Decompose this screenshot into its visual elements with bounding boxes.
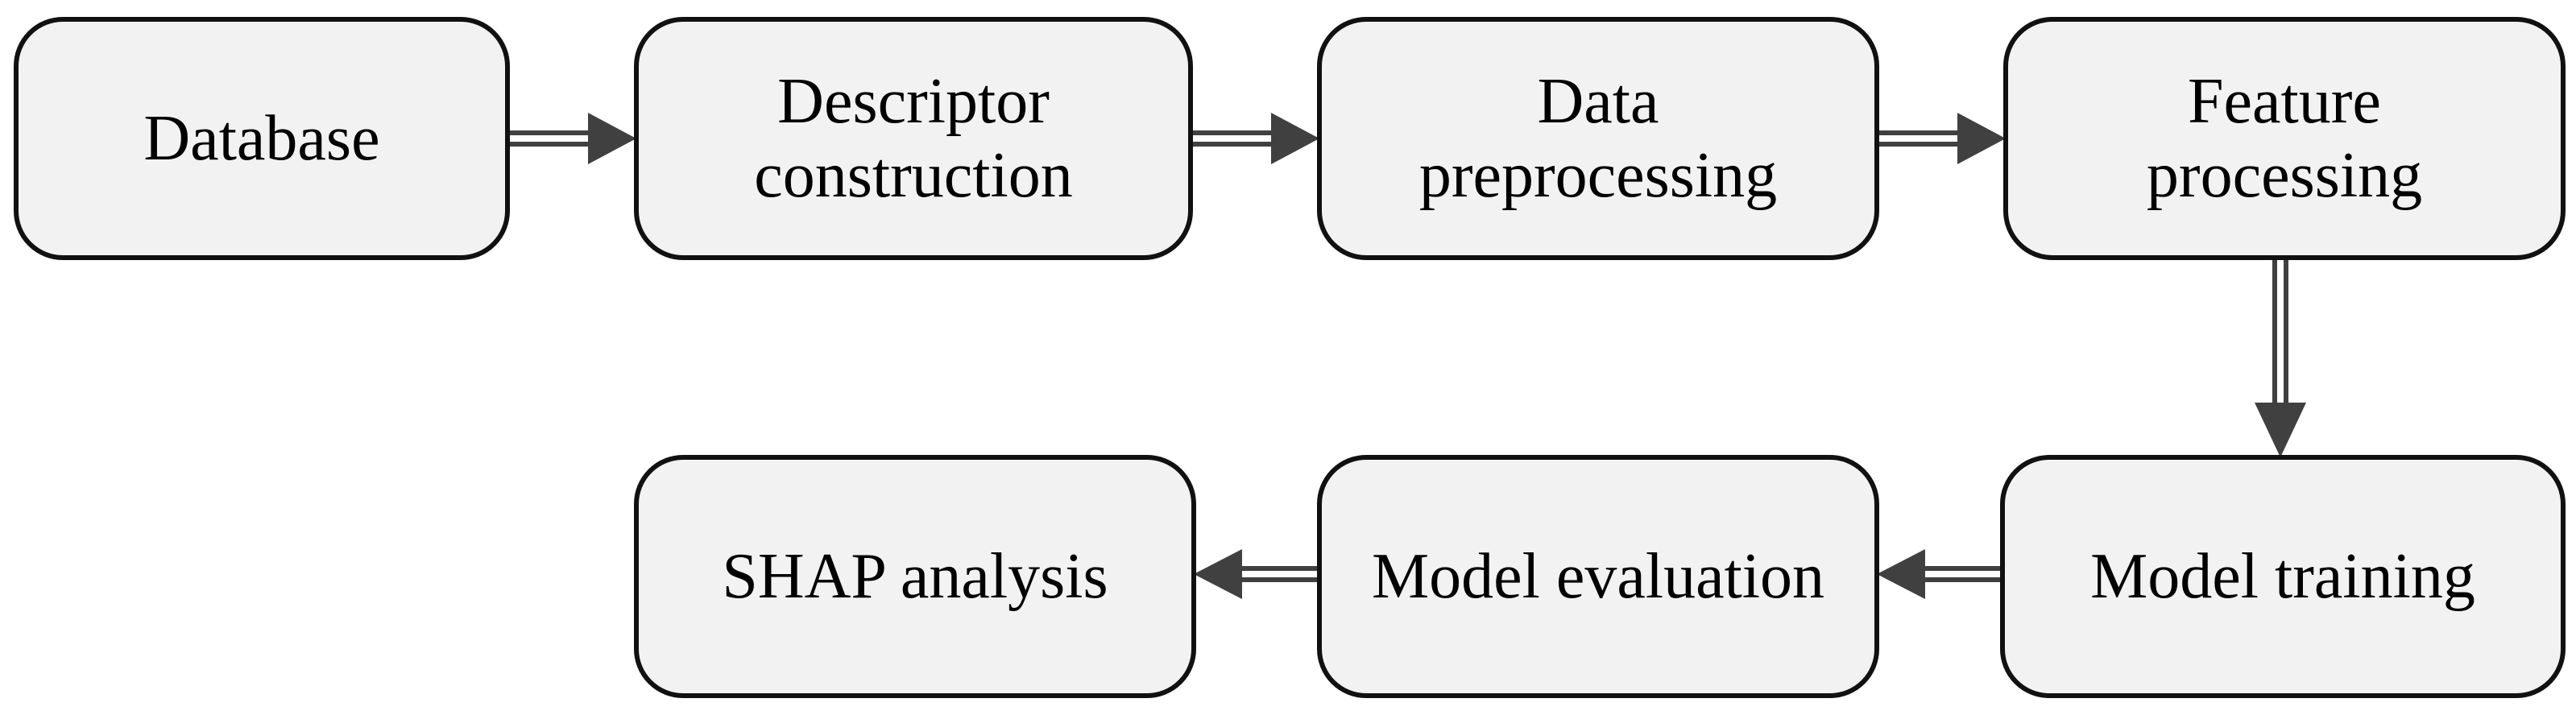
node-shap-analysis: SHAP analysis xyxy=(634,455,1196,698)
arrows-layer xyxy=(507,113,2306,599)
node-label-data-preprocessing-line-2: preprocessing xyxy=(1419,140,1777,211)
arrow-model-training-to-model-evaluation xyxy=(1877,549,2002,599)
node-label-descriptor-construction-line-1: Descriptor xyxy=(777,66,1050,137)
arrow-data-preprocessing-to-feature-processing xyxy=(1877,113,2006,164)
node-model-evaluation: Model evaluation xyxy=(1317,455,1879,698)
node-box-model-training xyxy=(2000,455,2566,698)
node-model-training: Model training xyxy=(2000,455,2566,698)
node-box-feature-processing xyxy=(2003,17,2566,260)
node-box-shap-analysis xyxy=(634,455,1196,698)
node-database: Database xyxy=(14,17,510,260)
node-label-feature-processing-line-2: processing xyxy=(2147,140,2422,211)
node-label-feature-processing-line-1: Feature xyxy=(2188,66,2381,137)
node-box-descriptor-construction xyxy=(634,17,1193,260)
arrow-database-to-descriptor-construction xyxy=(507,113,636,164)
node-label-database-line-1: Database xyxy=(143,103,379,174)
arrow-descriptor-construction-to-data-preprocessing xyxy=(1191,113,1319,164)
node-label-descriptor-construction-line-2: construction xyxy=(754,140,1072,211)
node-label-data-preprocessing-line-1: Data xyxy=(1537,66,1659,137)
node-box-data-preprocessing xyxy=(1317,17,1879,260)
node-label-shap-analysis-line-1: SHAP analysis xyxy=(722,541,1108,612)
node-label-model-evaluation-line-1: Model evaluation xyxy=(1372,541,1824,612)
node-box-database xyxy=(14,17,510,260)
arrow-feature-processing-to-model-training xyxy=(2255,258,2306,457)
node-box-model-evaluation xyxy=(1317,455,1879,698)
node-label-model-training-line-1: Model training xyxy=(2090,541,2475,612)
arrow-model-evaluation-to-shap-analysis xyxy=(1194,549,1319,599)
